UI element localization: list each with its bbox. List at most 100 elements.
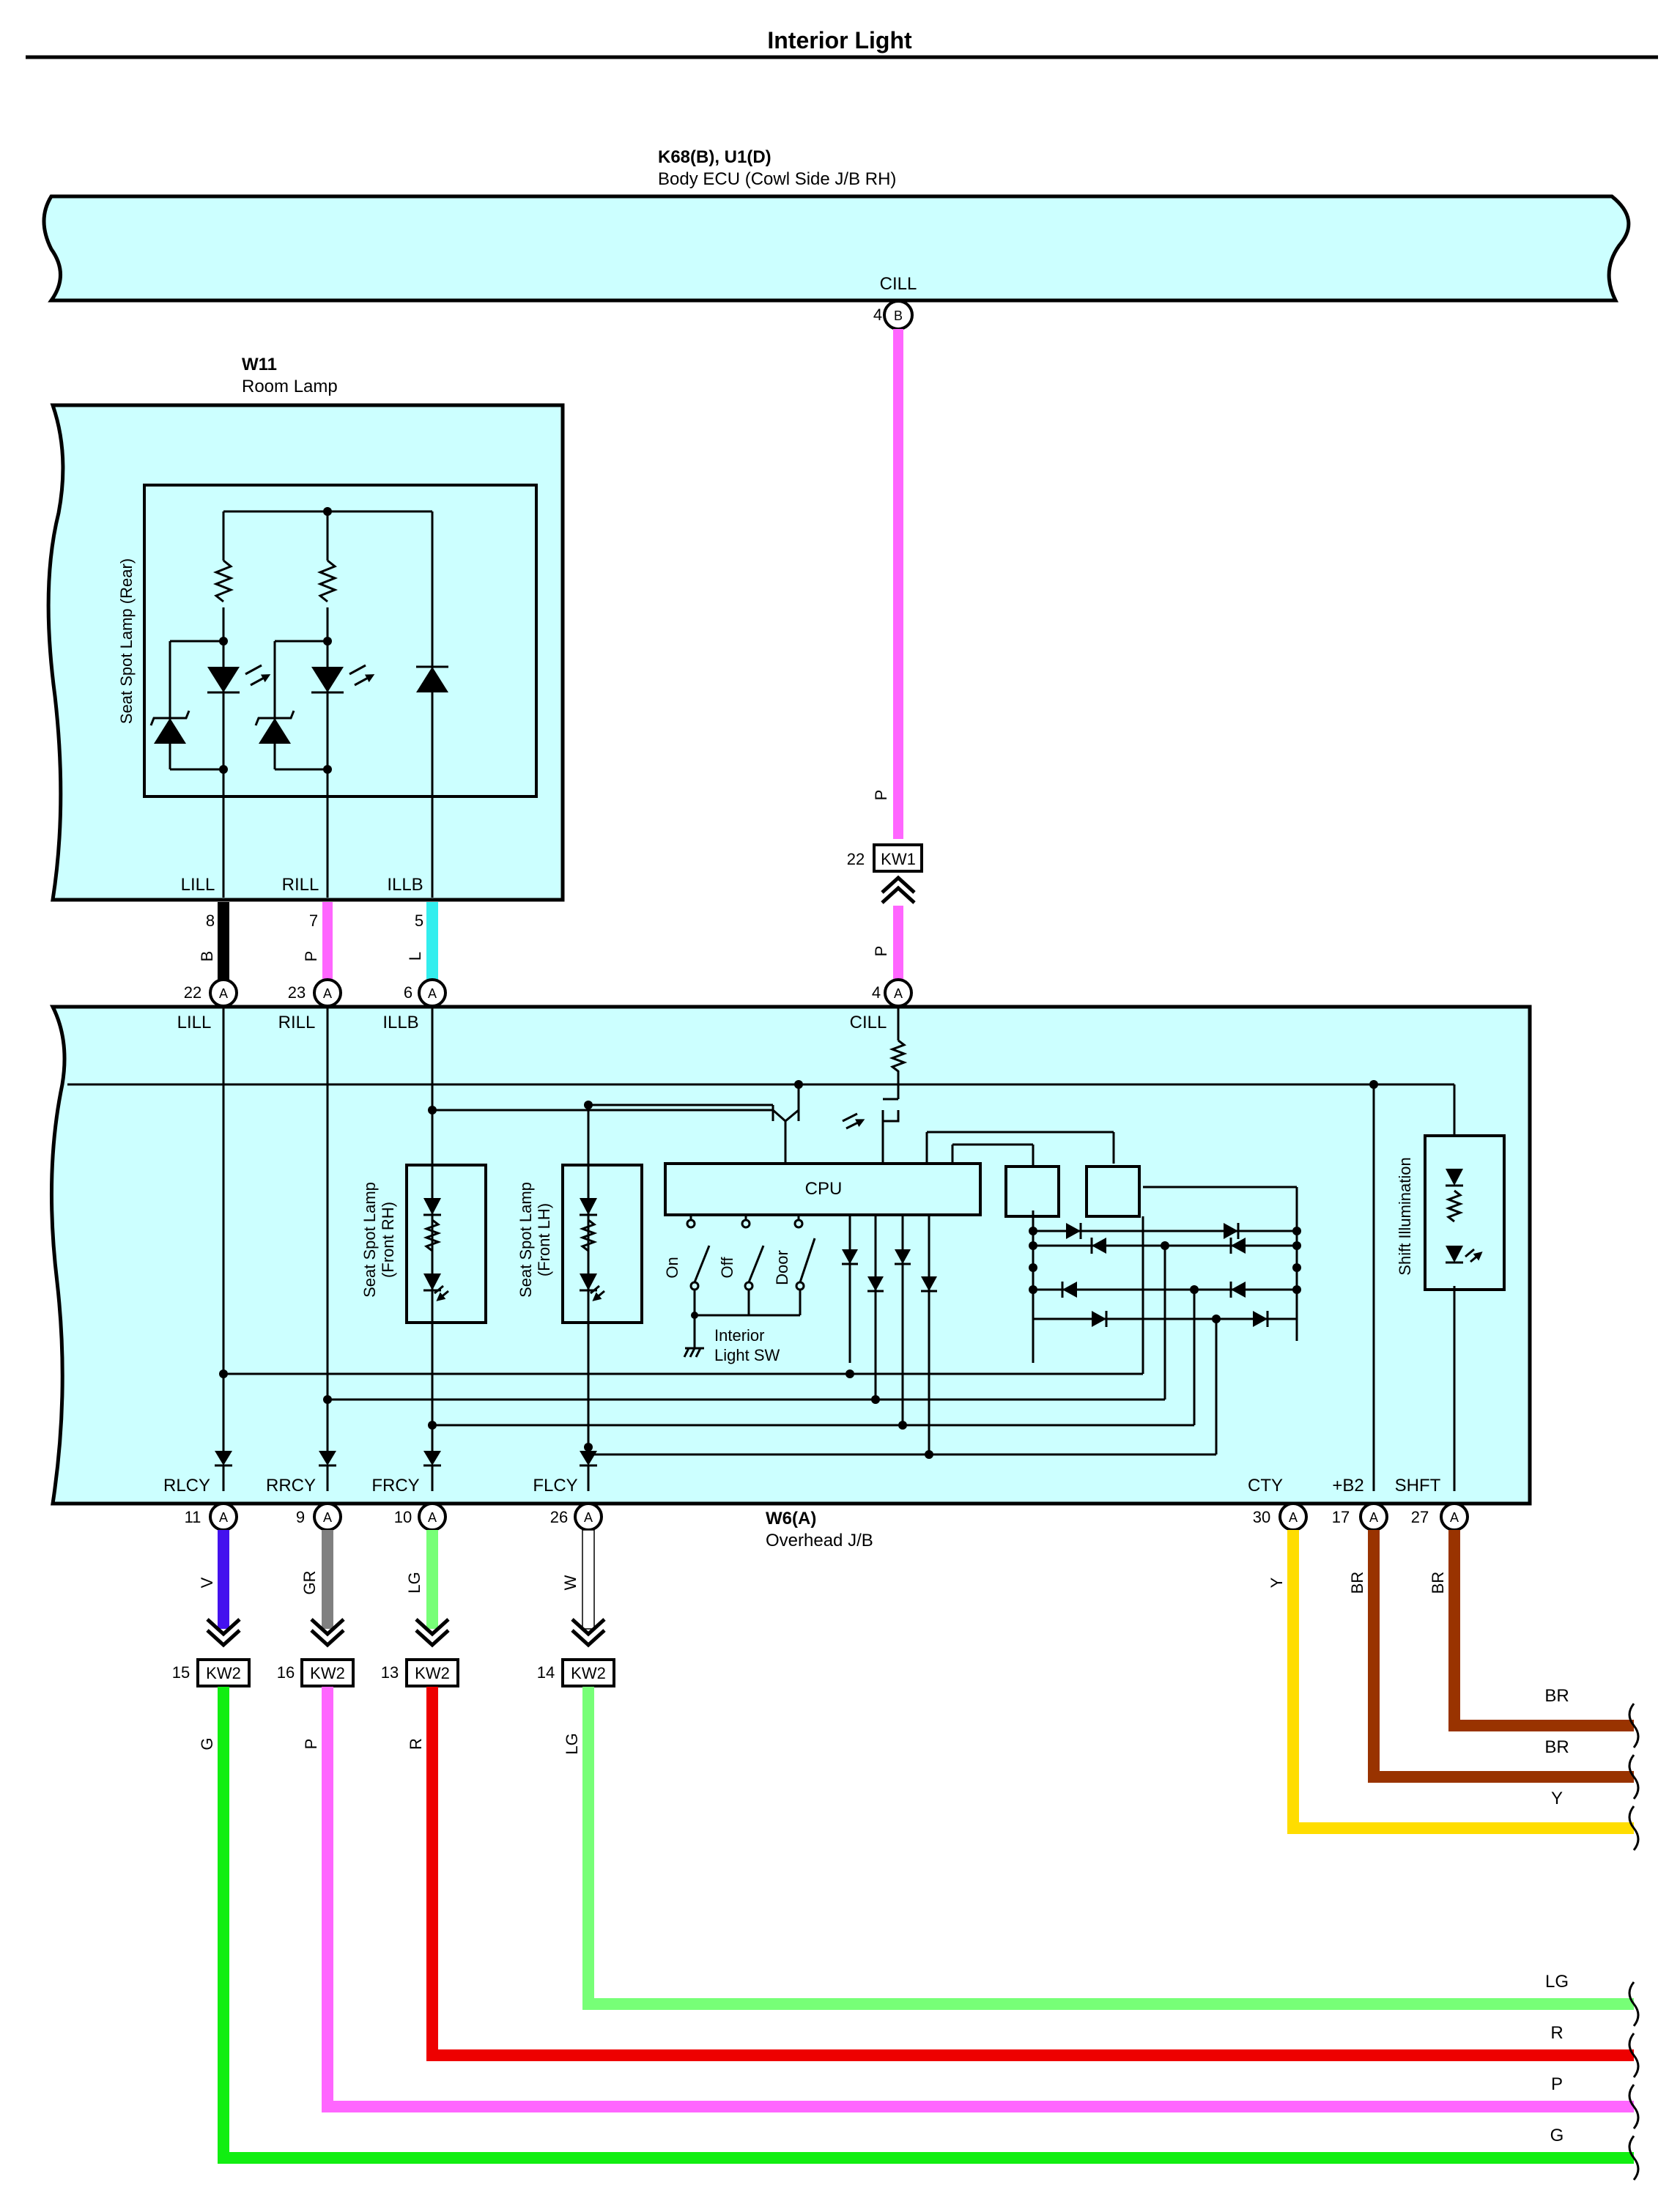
wire-label-br-27: BR [1429,1572,1447,1594]
svg-text:16: 16 [277,1663,295,1682]
svg-text:26: 26 [550,1508,568,1526]
body-ecu-box [42,194,1631,303]
exit-label-lg: LG [1545,1972,1569,1992]
svg-text:A: A [428,986,437,1001]
wire-label-cill-upper: P [872,790,890,801]
wire-break-marks [1628,1703,1640,2181]
jb-label-shft: SHFT [1395,1476,1441,1496]
exit-label-r: R [1550,2023,1563,2043]
kw1-label: KW1 [881,850,916,868]
wire-cill-upper [893,329,903,839]
svg-text:27: 27 [1411,1508,1429,1526]
room-lamp-box [46,403,565,902]
svg-text:4: 4 [872,983,881,1002]
room-lamp-pin-7: 7 [309,912,318,930]
svg-text:A: A [219,1510,228,1525]
front-rh-label-2: (Front RH) [379,1202,397,1278]
wire-label-v: V [198,1577,216,1588]
front-lh-label-1: Seat Spot Lamp [517,1182,535,1298]
svg-text:A: A [1450,1510,1459,1525]
svg-text:A: A [323,986,332,1001]
svg-text:23: 23 [288,983,306,1002]
wire-y [1287,1530,1634,1834]
wire-r [426,1687,1634,2061]
shift-illumination [1424,1134,1506,1291]
wire-p [322,1687,1634,2112]
jb-top-connector-23: 23 A [288,978,342,1008]
room-lamp-terminal-lill: LILL [181,875,215,895]
svg-text:A: A [219,986,228,1001]
kw2-connector-16: 16 KW2 [277,1618,355,1687]
cpu-label: CPU [805,1179,843,1199]
wire-label-y: Y [1268,1577,1286,1588]
wire-label-lg-upper: LG [405,1572,423,1593]
kw2-connector-15: 15 KW2 [172,1618,251,1687]
body-ecu-terminal-pin: 4 [873,306,882,324]
jb-bottom-connector-9: 9 A [296,1502,342,1531]
wire-lg [582,1687,1634,2010]
jb-bottom-connector-30: 30 A [1253,1502,1308,1531]
kw1-pin: 22 [847,850,865,868]
svg-text:KW2: KW2 [571,1664,606,1682]
svg-text:A: A [323,1510,332,1525]
front-rh-lamp [405,1164,487,1324]
jb-label-rill: RILL [278,1013,316,1032]
exit-label-br-1: BR [1544,1686,1569,1706]
svg-text:14: 14 [537,1663,555,1682]
jb-bottom-connector-17: 17 A [1332,1502,1388,1531]
svg-text:B: B [894,308,903,323]
wire-illb [426,902,438,984]
jb-label-cty: CTY [1248,1476,1283,1496]
svg-text:KW2: KW2 [415,1664,450,1682]
svg-text:6: 6 [404,983,412,1002]
cpu-box [664,1162,982,1216]
jb-top-connector-22: 22 A [184,978,238,1008]
svg-text:22: 22 [184,983,201,1002]
wire-label-br-17: BR [1348,1572,1366,1594]
kw2-connector-13: 13 KW2 [381,1618,459,1687]
kw2-connector-14: 14 KW2 [537,1618,615,1687]
front-lh-label-2: (Front LH) [535,1203,553,1276]
svg-text:15: 15 [172,1663,190,1682]
body-ecu-connector: B [883,300,914,330]
front-lh-lamp [561,1164,643,1324]
svg-text:17: 17 [1332,1508,1350,1526]
page-title: Interior Light [767,27,912,53]
switch-pos-off: Off [718,1257,736,1279]
wire-cill-lower [893,906,903,985]
diode-matrix [1029,1216,1301,1454]
shift-illumination-label: Shift Illumination [1396,1157,1414,1275]
room-lamp-terminal-illb: ILLB [387,875,423,895]
jb-bottom-connector-26: 26 A [550,1502,603,1531]
room-lamp-pin-8: 8 [206,912,215,930]
jb-top-connector-6: 6 A [404,978,447,1008]
switch-label-line2: Light SW [714,1346,780,1364]
room-lamp-inner-box [143,484,538,798]
svg-text:10: 10 [394,1508,412,1526]
room-lamp-name: Room Lamp [242,377,338,396]
wire-br-27 [1448,1530,1634,1731]
overhead-jb-code: W6(A) [766,1509,816,1528]
jb-bottom-connector-10: 10 A [394,1502,447,1531]
room-lamp-pin-5: 5 [415,912,423,930]
svg-text:A: A [1369,1510,1378,1525]
jb-label-lill: LILL [177,1013,212,1032]
exit-label-br-2: BR [1544,1737,1569,1757]
cpu-diodes [842,1215,937,1454]
jb-label-b2: +B2 [1332,1476,1363,1496]
svg-text:KW2: KW2 [206,1664,241,1682]
jb-label-rlcy: RLCY [163,1476,210,1496]
svg-text:A: A [1289,1510,1298,1525]
svg-text:A: A [584,1510,593,1525]
wire-label-lg-lower: LG [563,1733,581,1754]
room-lamp-code: W11 [242,355,277,374]
wire-label-lill: B [198,951,216,962]
wire-lill [218,902,229,984]
jb-label-cill: CILL [850,1013,887,1032]
jb-bottom-connector-27: 27 A [1411,1502,1469,1531]
wire-rlcy [218,1530,229,1629]
wire-label-r-lower: R [407,1738,425,1750]
wire-g [218,1687,1634,2164]
kw1-box [873,843,923,873]
